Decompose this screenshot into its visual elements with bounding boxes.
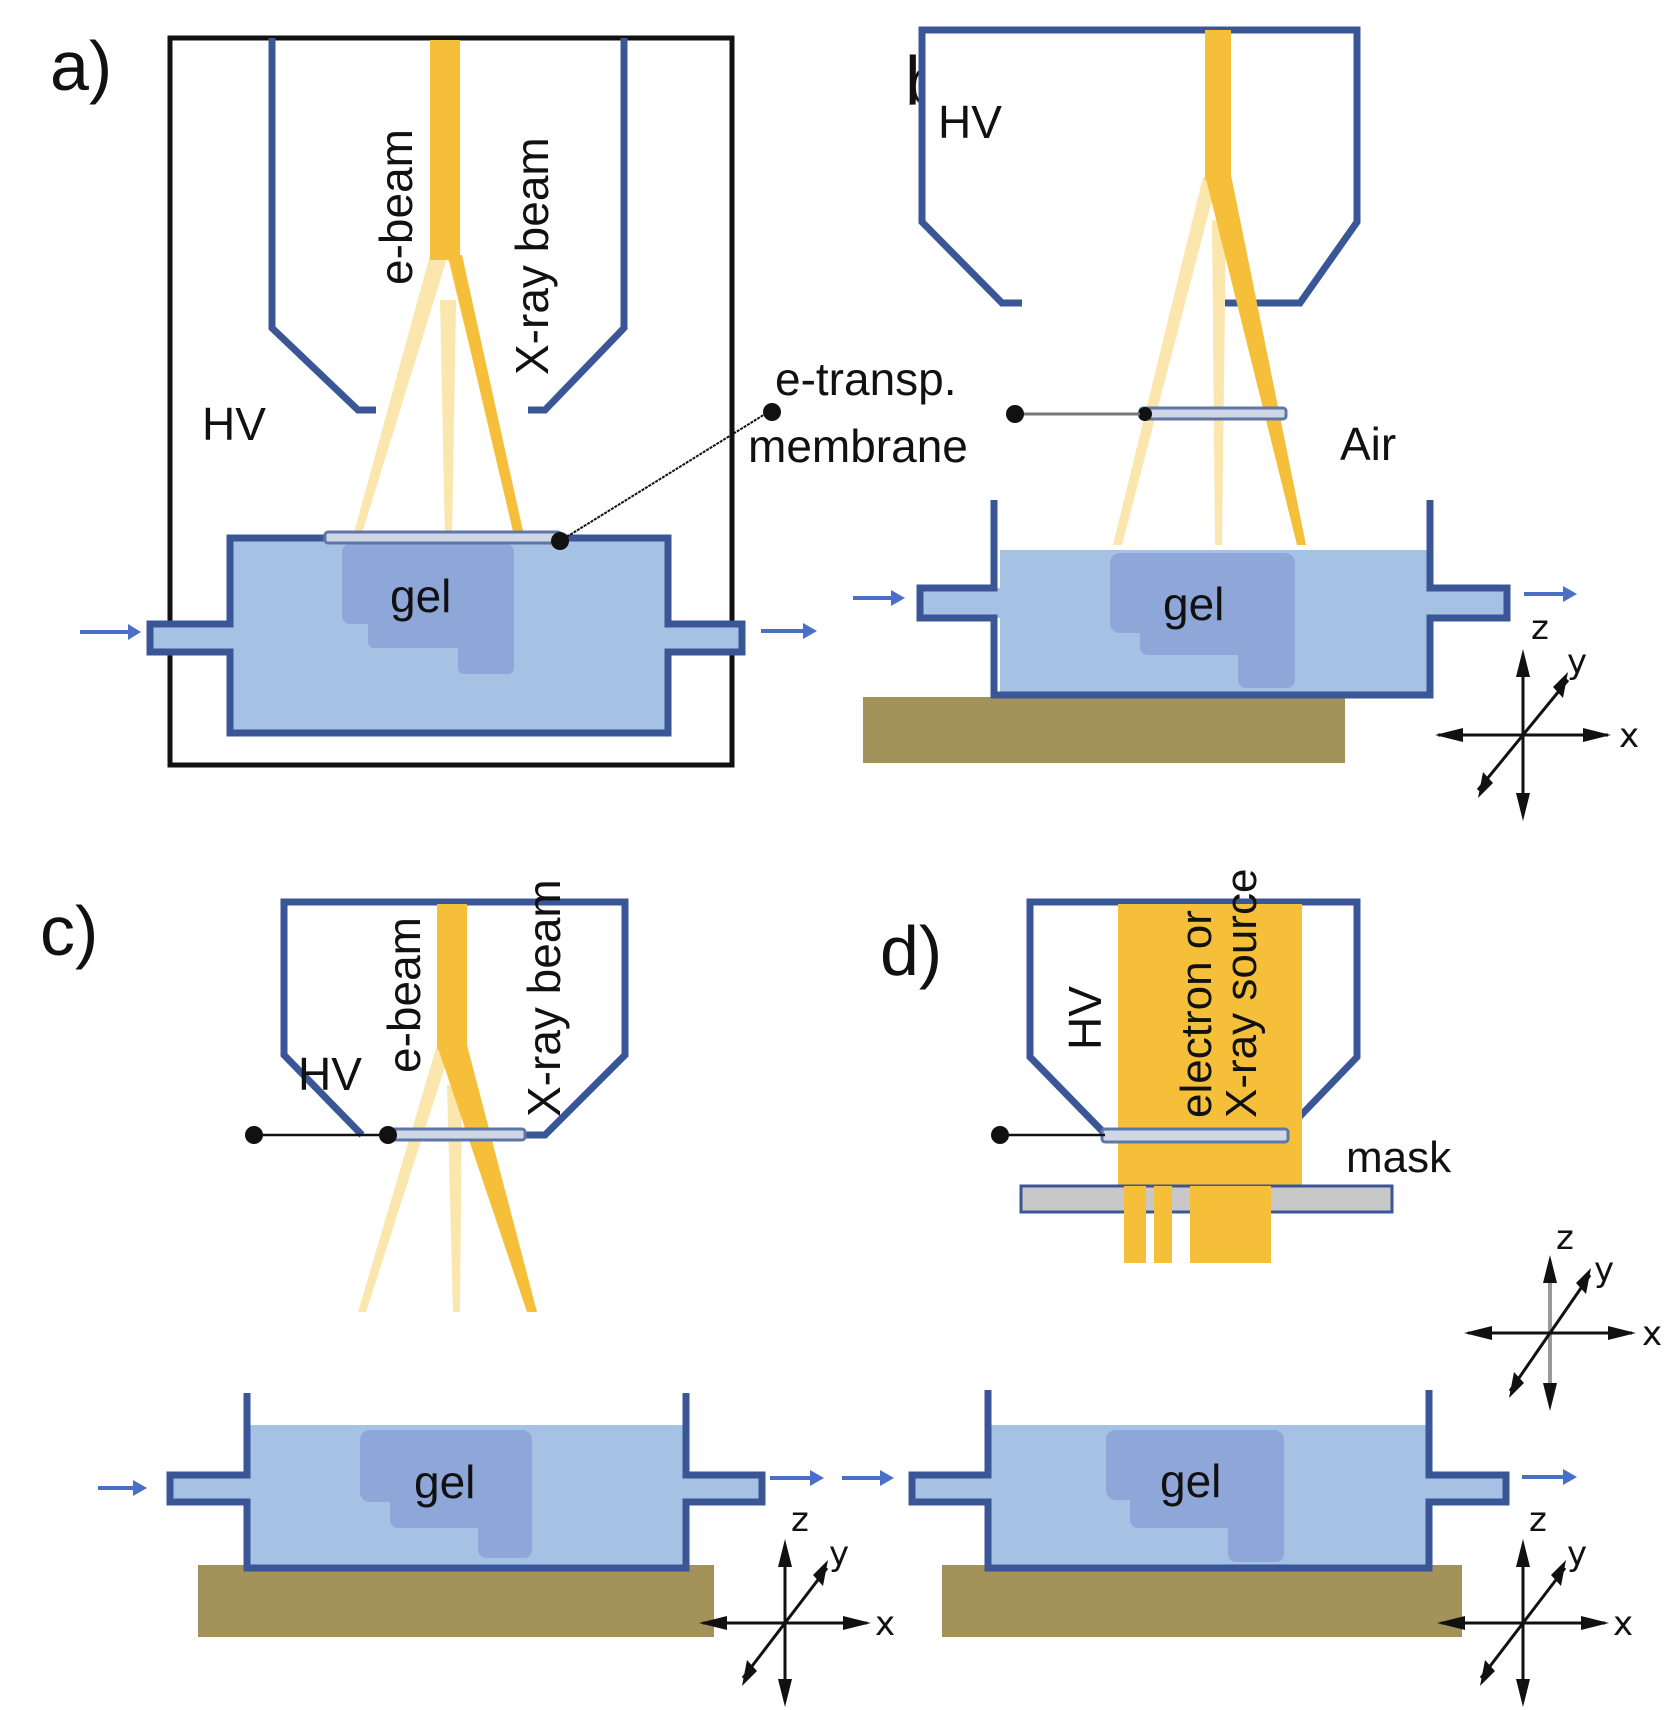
liquid-cell-c: gel — [166, 1393, 766, 1637]
axis-label-x: x — [1613, 1604, 1633, 1644]
primary-beam-xray — [448, 255, 525, 540]
flow-in-arrow-c — [98, 1480, 147, 1496]
panel-d: d) HV electron or X-ray source mask gel — [880, 869, 1662, 1707]
beam-scatter-center — [440, 300, 456, 540]
axis-gizmo-mask: z y x — [1464, 1218, 1662, 1411]
axis-label-y: y — [1567, 642, 1587, 682]
beam-scatter-left — [352, 255, 448, 540]
patterned-beams — [1124, 1186, 1271, 1263]
vacuum-label-d: HV — [1059, 986, 1111, 1050]
liquid-cell-b: gel — [863, 500, 1511, 763]
xray-label-a: X-ray beam — [506, 137, 558, 375]
liquid-cell-d: gel — [908, 1390, 1510, 1637]
source-label-line2: X-ray source — [1217, 869, 1266, 1118]
panel-letter-c: c) — [40, 892, 98, 970]
panel-letter-a: a) — [50, 27, 112, 105]
substrate-b — [863, 697, 1345, 763]
membrane-c — [381, 1127, 527, 1142]
gel-label-b: gel — [1163, 578, 1224, 630]
panel-a: a) e-beam X-ray beam HV gel — [50, 27, 968, 768]
source-beam-d — [1118, 904, 1302, 1199]
membrane-b — [1138, 406, 1288, 421]
source-label-line1: electron or — [1172, 910, 1221, 1118]
substrate-d — [942, 1565, 1462, 1637]
membrane-marker-dot-b — [1006, 405, 1024, 423]
primary-beam — [1205, 30, 1231, 180]
ebeam-label-a: e-beam — [370, 129, 422, 285]
membrane-label-line2: membrane — [748, 420, 968, 472]
panel-c: c) e-beam X-ray beam HV gel — [40, 879, 895, 1707]
membrane-a — [323, 530, 563, 545]
axis-label-x: x — [875, 1604, 895, 1644]
gel-label-c: gel — [414, 1456, 475, 1508]
vacuum-label-b: HV — [938, 96, 1002, 148]
axis-label-z: z — [791, 1500, 809, 1540]
axis-label-y: y — [829, 1534, 849, 1574]
membrane-d — [1100, 1127, 1290, 1144]
substrate-c — [198, 1565, 714, 1637]
axis-label-z: z — [1531, 608, 1549, 648]
membrane-marker-dot-c — [245, 1126, 263, 1144]
axis-label-y: y — [1594, 1250, 1614, 1290]
axis-label-z: z — [1556, 1218, 1574, 1258]
membrane-label-line1: e-transp. — [775, 353, 957, 405]
axis-gizmo-c: z y x — [699, 1500, 895, 1707]
gel-label-d: gel — [1160, 1455, 1221, 1507]
beam-fan-a — [352, 40, 525, 540]
ambient-label-b: Air — [1340, 418, 1396, 470]
primary-beam — [437, 904, 467, 1049]
membrane-marker-dot-d — [991, 1126, 1009, 1144]
axis-label-z: z — [1529, 1500, 1547, 1540]
beam-column — [268, 38, 628, 414]
axis-gizmo-d: z y x — [1437, 1500, 1633, 1707]
membrane-marker-dot — [551, 532, 569, 550]
ebeam-label-c: e-beam — [378, 917, 430, 1073]
flow-out-arrow-d — [1522, 1469, 1577, 1485]
primary-beam — [1118, 904, 1302, 1199]
gel-label-a: gel — [390, 570, 451, 622]
beam-fan-b — [1113, 30, 1306, 545]
panel-b: b) HV Air gel — [853, 26, 1639, 821]
flow-out-arrow-a — [761, 623, 817, 639]
vacuum-label-a: HV — [202, 398, 266, 450]
vacuum-label-c: HV — [298, 1048, 362, 1100]
membrane-leader-line — [559, 410, 771, 542]
primary-beam — [430, 40, 460, 260]
beam-fan-c — [358, 904, 537, 1312]
axis-label-x: x — [1642, 1314, 1662, 1354]
flow-in-arrow-a — [80, 624, 141, 640]
flow-out-arrow-b — [1524, 586, 1577, 602]
axis-label-x: x — [1619, 716, 1639, 756]
panel-letter-d: d) — [880, 912, 942, 990]
flow-in-arrow-b — [853, 590, 905, 606]
xray-label-c: X-ray beam — [518, 879, 570, 1117]
axis-label-y: y — [1567, 1534, 1587, 1574]
flow-in-arrow-d — [842, 1470, 894, 1486]
flow-out-arrow-c — [770, 1470, 824, 1486]
liquid-cell-a: gel — [146, 530, 746, 737]
axis-gizmo-b: z y x — [1435, 608, 1639, 821]
mask-label: mask — [1346, 1133, 1452, 1182]
